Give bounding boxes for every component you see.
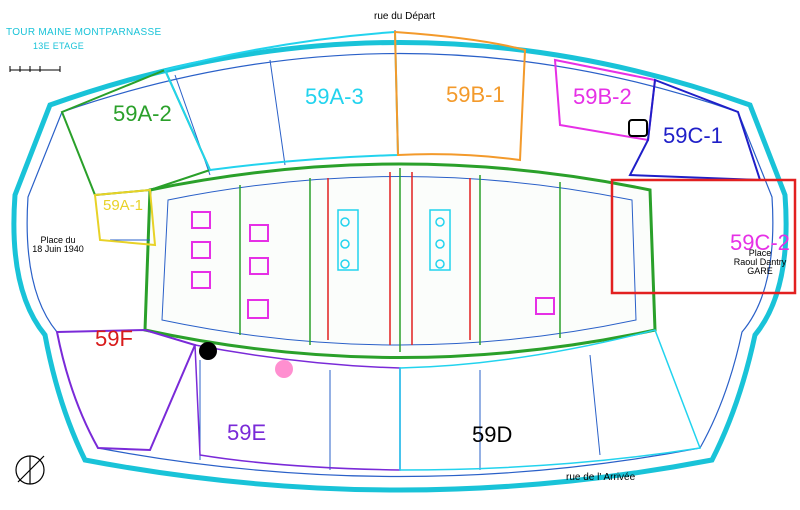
central-core-inner	[161, 176, 637, 346]
tower-outline	[11, 40, 789, 493]
place-west-line1: Place du	[40, 235, 76, 245]
zone-label-59D: 59D	[472, 422, 513, 447]
place-west: Place du 18 Juin 1940	[28, 236, 88, 254]
core-partitions	[239, 168, 561, 352]
floor-title: 13E ETAGE	[33, 41, 85, 51]
pink-dot-marker	[275, 360, 293, 378]
scale-bar	[9, 66, 61, 72]
zone-label-59A-1: 59A-1	[103, 197, 144, 214]
street-north: rue du Départ	[374, 11, 436, 22]
zone-label-59C-1: 59C-1	[663, 123, 723, 148]
zone-59B-1-outline	[393, 30, 527, 162]
place-east-line1: Place	[748, 248, 772, 258]
zone-label-59B-1: 59B-1	[446, 82, 505, 107]
zone-59D-outline	[399, 329, 702, 471]
place-east-line3: GARE	[747, 266, 773, 276]
elevators	[191, 211, 555, 319]
zone-label-59C-2: 59C-2	[730, 230, 790, 255]
zone-label-59A-2: 59A-2	[113, 101, 172, 126]
zone-59F-outline	[55, 328, 197, 452]
zone-59E-outline	[194, 344, 401, 471]
north-arrow-icon	[15, 455, 45, 485]
place-east: Place Raoul Dantry GARE	[730, 249, 790, 276]
street-south: rue de l' Arrivée	[566, 472, 636, 483]
zone-59A-2-outline	[60, 68, 212, 197]
building-title: TOUR MAINE MONTPARNASSE	[6, 27, 162, 38]
place-west-line2: 18 Juin 1940	[32, 244, 84, 254]
core-cyan-fixtures	[337, 209, 451, 271]
core-red-walls	[327, 172, 471, 345]
zone-59C-1-outline	[628, 78, 762, 182]
zone-59C-2-highlight	[610, 178, 797, 295]
zone-label-59E: 59E	[227, 420, 267, 445]
zone-label-59F: 59F	[95, 326, 133, 351]
black-dot-marker	[199, 342, 217, 360]
zone-label-59B-2: 59B-2	[573, 84, 632, 109]
zone-59A-1-outline	[93, 188, 157, 247]
place-east-line2: Raoul Dantry	[733, 257, 787, 267]
zone-59C-1-marker	[628, 119, 648, 137]
zone-label-59A-3: 59A-3	[305, 84, 364, 109]
